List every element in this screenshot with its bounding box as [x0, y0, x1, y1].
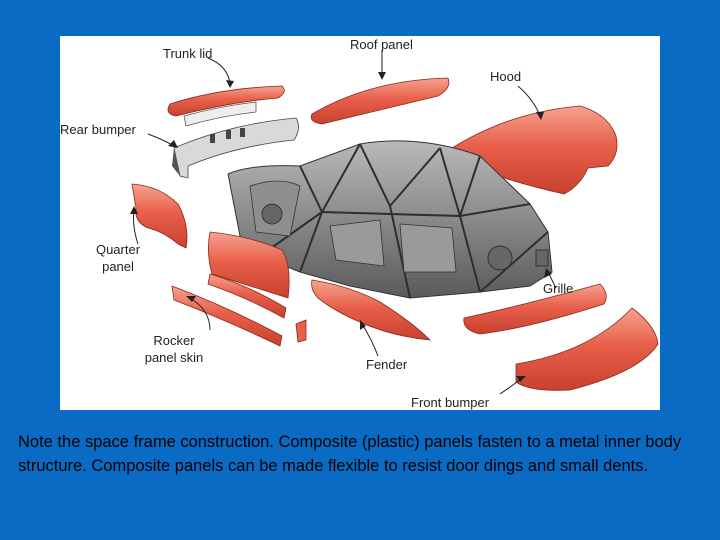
trunk-lid-part — [167, 85, 285, 127]
quarter-panel-part — [131, 183, 188, 249]
grille-part — [463, 283, 607, 335]
label-hood: Hood — [490, 69, 522, 84]
space-frame-body — [227, 140, 553, 299]
label-grille: Grille — [543, 281, 574, 296]
slide-caption: Note the space frame construction. Compo… — [18, 433, 682, 475]
label-fender: Fender — [366, 357, 408, 372]
label-rear-bumper: Rear bumper — [60, 122, 136, 137]
front-bumper-part — [515, 307, 659, 391]
label-quarter-panel: Quarter panel — [95, 242, 141, 274]
label-rocker-panel-skin: Rocker panel skin — [144, 333, 204, 365]
space-frame-diagram: Trunk lid Roof panel Hood Rear bumper Qu… — [60, 36, 660, 410]
rocker-panel-skin-part — [171, 273, 307, 347]
fender-part — [311, 279, 432, 341]
label-trunk-lid: Trunk lid — [163, 46, 213, 61]
leader-arrowheads — [130, 72, 552, 382]
diagram-illustration — [130, 50, 659, 395]
roof-panel-part — [310, 77, 450, 125]
rear-bumper-part — [172, 117, 299, 179]
door-part — [208, 231, 290, 299]
label-front-bumper: Front bumper — [411, 395, 490, 410]
label-roof-panel: Roof panel — [350, 37, 413, 52]
